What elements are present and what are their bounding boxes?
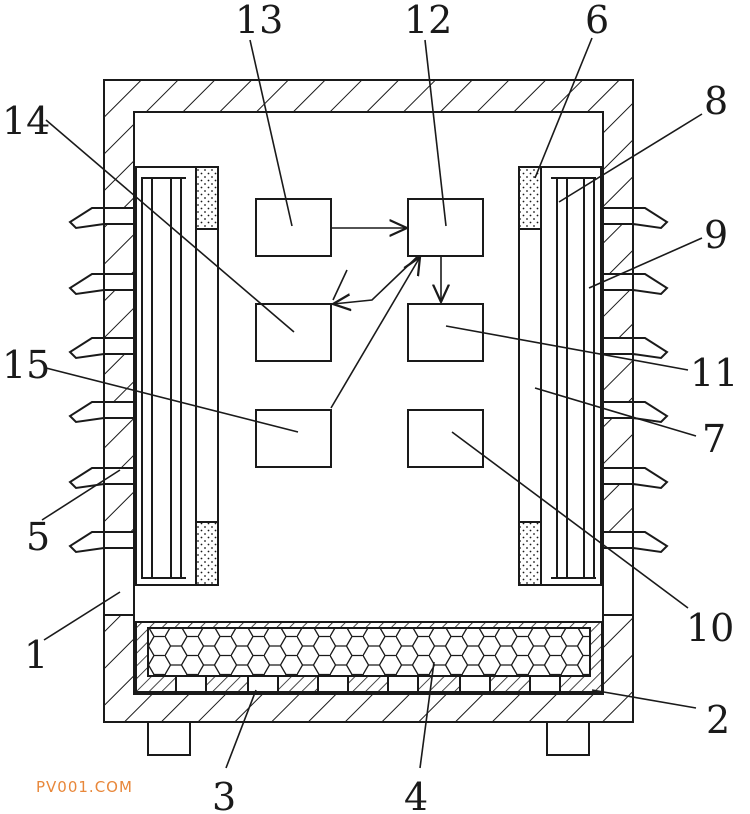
module-10 <box>407 409 484 468</box>
fin-block-left <box>103 207 135 225</box>
label-2: 2 <box>706 698 730 742</box>
module-11 <box>407 303 484 362</box>
fin-blade-left <box>68 401 105 424</box>
label-14: 14 <box>2 99 50 143</box>
fin-blade-left <box>68 273 105 296</box>
filter-panel-left <box>135 166 219 586</box>
label-9: 9 <box>704 213 728 257</box>
module-12 <box>407 198 484 257</box>
fin-block-right <box>602 273 634 291</box>
fin-block-right <box>602 337 634 355</box>
seal-block <box>519 167 541 229</box>
arrow-12-to-14 <box>333 255 419 304</box>
cooling-fins-left <box>68 207 135 554</box>
seal-block <box>196 522 218 585</box>
fin-blade-right <box>632 207 669 230</box>
fin-blade-left <box>68 207 105 230</box>
label-10: 10 <box>686 606 734 650</box>
label-7: 7 <box>702 417 726 461</box>
label-8: 8 <box>704 79 728 123</box>
foot-right <box>546 721 590 756</box>
label-5: 5 <box>26 515 50 559</box>
seal-block <box>196 167 218 229</box>
fin-block-left <box>103 401 135 419</box>
fin-blade-right <box>632 273 669 296</box>
bottom-assembly <box>135 621 603 693</box>
label-6: 6 <box>585 0 609 42</box>
cooling-fins-right <box>602 207 669 554</box>
watermark: PV001.COM <box>36 778 133 796</box>
fin-blade-right <box>632 467 669 490</box>
fin-block-right <box>602 467 634 485</box>
label-13: 13 <box>235 0 283 42</box>
foot-left <box>147 721 191 756</box>
leader-lines <box>41 37 703 769</box>
arrow-tail <box>332 269 348 301</box>
module-13 <box>255 198 332 257</box>
label-3: 3 <box>212 775 236 814</box>
fin-blade-right <box>632 531 669 554</box>
housing-shell <box>103 79 634 756</box>
signal-arrows <box>330 228 441 409</box>
fin-block-left <box>103 531 135 549</box>
label-15: 15 <box>2 343 50 387</box>
wall-gap-left <box>103 544 135 616</box>
filter-panel-right <box>518 166 602 586</box>
control-modules <box>255 198 484 468</box>
fin-blade-left <box>68 467 105 490</box>
fin-block-right <box>602 207 634 225</box>
module-15 <box>255 409 332 468</box>
seal-block <box>519 522 541 585</box>
fin-blade-right <box>632 401 669 424</box>
label-12: 12 <box>404 0 452 42</box>
fin-block-left <box>103 337 135 355</box>
fin-blade-left <box>68 531 105 554</box>
fin-blade-left <box>68 337 105 360</box>
label-11: 11 <box>690 351 738 395</box>
label-4: 4 <box>404 775 428 814</box>
label-1: 1 <box>24 633 48 677</box>
fin-block-right <box>602 531 634 549</box>
arrow-15-to-12 <box>330 257 420 409</box>
honeycomb-filter <box>147 627 591 677</box>
fin-block-left <box>103 273 135 291</box>
fin-blade-right <box>632 337 669 360</box>
